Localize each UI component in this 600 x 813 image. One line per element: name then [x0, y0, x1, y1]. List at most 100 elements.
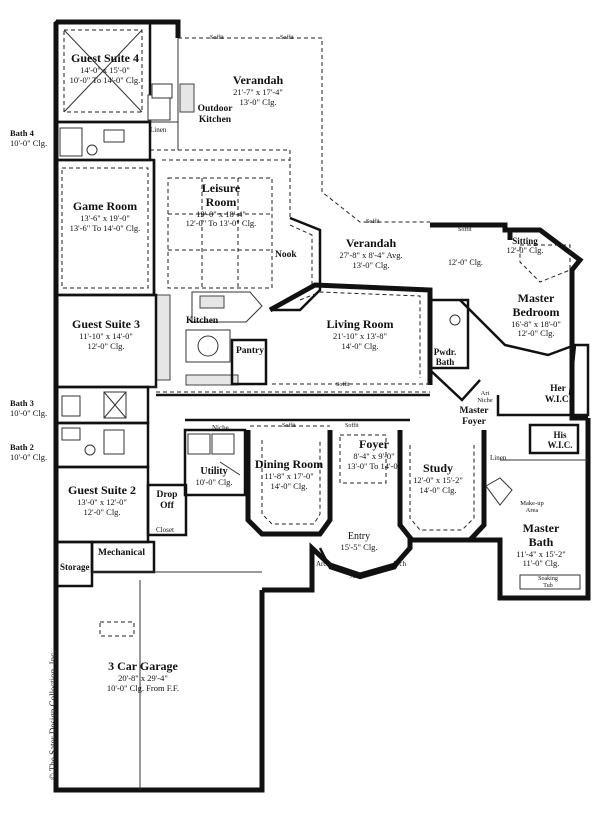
room-entry: Entry 15'-5" Clg. [326, 531, 392, 552]
copyright-notice: © The Sater Design Collection, Inc. [48, 650, 58, 780]
room-name: Utility [200, 466, 228, 477]
room-dimensions: 21'-10" x 13'-8" [333, 330, 387, 341]
label-line: Pwdr. [433, 347, 457, 357]
soffit-label: Soffit [345, 423, 359, 429]
bath-ceiling: 10'-0" Clg. [10, 408, 48, 419]
label-her-wic: Her W.I.C. [536, 384, 580, 406]
label-line: Off [160, 500, 174, 511]
room-dimensions: 8'-4" x 9'-0" [353, 450, 395, 461]
label-arch-right: Arch [392, 560, 406, 568]
label-line: W.I.C. [547, 440, 573, 451]
room-verandah-mid: Verandah 27'-8" x 8'-4" Avg. 13'-0" Clg. [330, 236, 412, 270]
kitchen-fixtures [155, 291, 268, 386]
room-sitting: Sitting 12'-0" Clg. [500, 236, 550, 256]
leisure-room-ceiling-grid [162, 159, 290, 289]
room-ceiling: 12'-0" Clg. [506, 245, 544, 256]
room-name: Room [205, 194, 237, 209]
room-garage: 3 Car Garage 20'-8" x 29'-4" 10'-0" Clg.… [88, 659, 198, 693]
room-name: Verandah [232, 73, 284, 87]
label-bath-4: Bath 4 10'-0" Clg. [10, 128, 47, 148]
room-name: Guest Suite 2 [67, 483, 136, 497]
room-dimensions: 11'-10" x 14'-0" [79, 330, 133, 341]
label-storage: Storage [60, 562, 90, 572]
nook-walls [272, 216, 322, 312]
room-name: Living Room [326, 317, 394, 331]
label-arch-center: Arch [350, 572, 364, 580]
bath-4-walls [54, 120, 152, 162]
label-line: Art [480, 390, 490, 397]
guest-suite-4-walls [54, 20, 171, 124]
soffit-label: Soffit [280, 35, 294, 41]
label-bath-2: Bath 2 10'-0" Clg. [10, 442, 47, 462]
label-mechanical: Mechanical [98, 548, 145, 558]
dining-room-walls [245, 430, 333, 537]
label-pantry: Pantry [236, 346, 264, 356]
room-ceiling: 12'-0" Clg. [87, 340, 125, 351]
label-art-niche: Art Niche [470, 390, 500, 405]
room-utility: Utility 10'-0" Clg. [192, 466, 236, 487]
room-ceiling: 10'-0" Clg. [195, 476, 233, 487]
room-guest-suite-3: Guest Suite 3 11'-10" x 14'-0" 12'-0" Cl… [60, 317, 152, 351]
mechanical-storage-walls [54, 540, 262, 588]
garage-fixtures [99, 580, 141, 790]
room-dimensions: 21'-7" x 17'-4" [233, 86, 283, 97]
gallery-hallway [156, 393, 430, 422]
room-dimensions: 13'-6" x 19'-0" [80, 212, 130, 223]
room-name: Master [522, 521, 560, 535]
room-ceiling: 14'-0" Clg. [270, 480, 308, 491]
label-line: W.I.C. [544, 394, 572, 405]
label-line: Drop [156, 490, 178, 500]
room-name: Foyer [359, 437, 389, 451]
bath-name: Bath 4 [10, 128, 34, 138]
label-closet: Closet [156, 526, 174, 534]
bath-3-walls [54, 385, 150, 425]
label-his-wic: His W.I.C. [540, 430, 580, 451]
label-powder-bath: Pwdr. Bath [428, 347, 462, 368]
room-dimensions: 19'-0" x 18'-4" [196, 208, 246, 219]
room-name: Sitting [512, 236, 538, 246]
room-name: Study [422, 461, 454, 475]
foyer-walls [339, 430, 487, 543]
bath-2-walls [54, 421, 150, 469]
room-ceiling: 12'-0" Clg. [517, 328, 555, 339]
room-name: Guest Suite 3 [71, 317, 140, 331]
powder-bath-walls [428, 298, 481, 402]
room-game-room: Game Room 13'-6" x 19'-0" 13'-6" To 14'-… [62, 199, 148, 233]
soffit-label: Soffit [366, 219, 380, 225]
soffit-label: Soffit [458, 227, 472, 233]
label-makeup-area: Make-up Area [512, 500, 552, 515]
room-name: Verandah [345, 236, 397, 250]
room-dimensions: 11'-4" x 15'-2" [516, 548, 566, 559]
bath-name: Bath 3 [10, 398, 34, 408]
outdoor-kitchen-counter [150, 83, 195, 123]
label-line: Outdoor [197, 104, 233, 114]
room-guest-suite-4: Guest Suite 4 14'-0" x 15'-0" 10'-0" To … [66, 51, 144, 85]
master-bedroom-walls [459, 230, 576, 357]
his-wic-walls [528, 423, 580, 455]
room-ceiling: 13'-6" To 14'-0" Clg. [69, 222, 141, 233]
label-line: Bath [435, 357, 455, 368]
room-living-room: Living Room 21'-10" x 13'-8" 14'-0" Clg. [318, 317, 402, 351]
room-ceiling: 13'-0" Clg. [239, 96, 277, 107]
room-leisure-room: Leisure Room 19'-0" x 18'-4" 12'-0" To 1… [182, 181, 260, 229]
label-line: Niche [477, 397, 493, 405]
room-foyer: Foyer 8'-4" x 9'-0" 13'-0" To 14'-0" [344, 437, 404, 471]
master-bath-fixtures [485, 459, 588, 590]
label-linen-top: Linen [150, 126, 167, 134]
label-master-foyer: Master Foyer [450, 406, 498, 428]
label-nook: Nook [275, 250, 297, 260]
room-dimensions: 11'-8" x 17'-0" [264, 470, 314, 481]
label-bedroom-nook-ceiling: 12'-0" Clg. [448, 258, 483, 267]
room-dining-room: Dining Room 11'-8" x 17'-0" 14'-0" Clg. [252, 457, 326, 491]
label-linen-right: Linen [490, 454, 507, 462]
label-line: Area [525, 507, 539, 515]
label-outdoor-kitchen: Outdoor Kitchen [190, 104, 240, 126]
label-bath-3: Bath 3 10'-0" Clg. [10, 398, 47, 418]
room-ceiling: 14'-0" Clg. [419, 484, 457, 495]
room-name: Bath [528, 534, 554, 549]
room-name: Bedroom [512, 304, 560, 319]
room-ceiling: 12'-0" To 13'-0" Clg. [185, 218, 257, 229]
room-dimensions: 12'-0" x 15'-2" [413, 474, 463, 485]
